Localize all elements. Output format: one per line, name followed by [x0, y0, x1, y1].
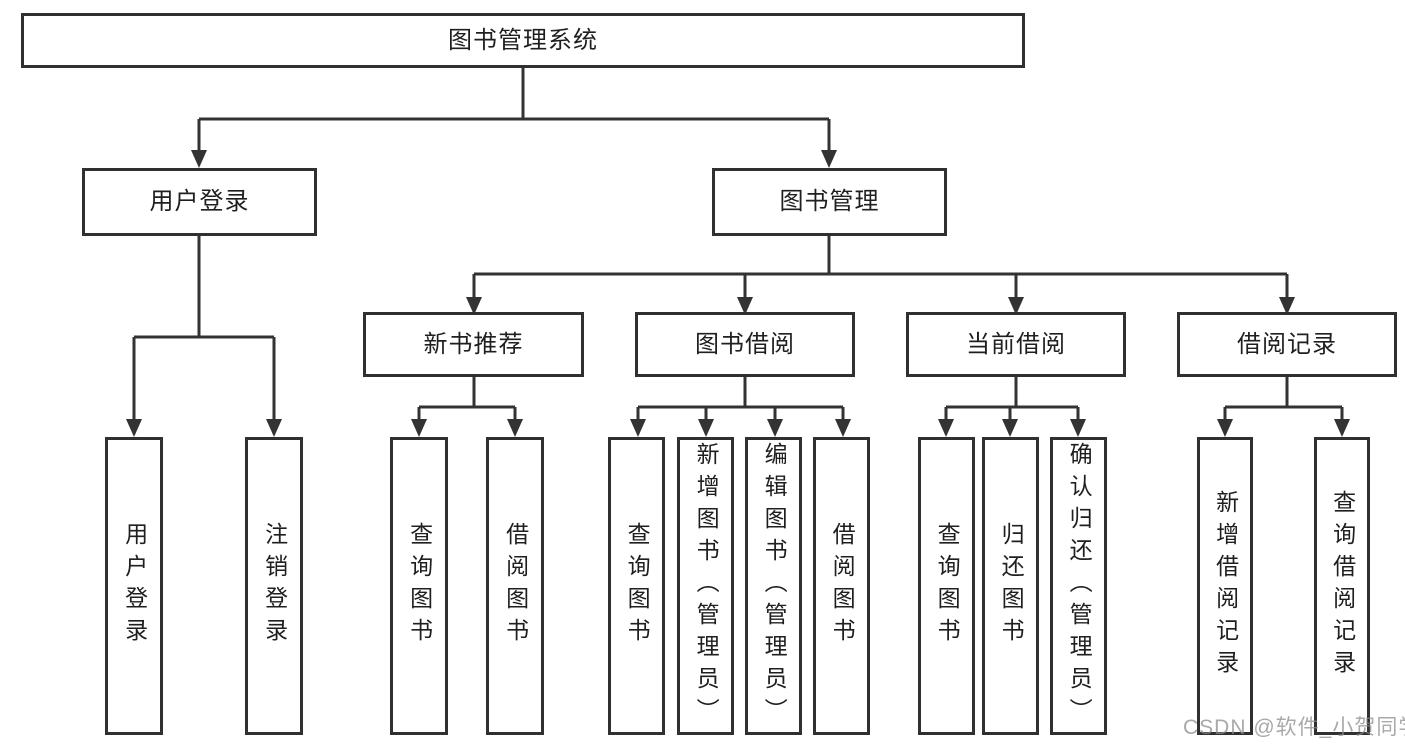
- node-book-management-label: 图书管理: [779, 188, 880, 215]
- watermark: CSDN @软件_小贺同学: [1183, 716, 1405, 739]
- leaf-borrow-query-books: 查询图书: [608, 437, 665, 735]
- leaf-borrow-add-books-admin-label: 新增图书（管理员）: [693, 442, 720, 730]
- leaf-logout-label: 注销登录: [261, 522, 288, 650]
- leaf-newrec-borrow-books-label: 借阅图书: [502, 522, 529, 650]
- leaf-borrow-query-books-label: 查询图书: [624, 522, 651, 650]
- leaf-borrow-edit-books-admin-label: 编辑图书（管理员）: [761, 442, 788, 730]
- node-borrow-records-label: 借阅记录: [1237, 330, 1337, 358]
- leaf-records-add-record: 新增借阅记录: [1197, 437, 1253, 735]
- leaf-current-return-books: 归还图书: [982, 437, 1039, 735]
- leaf-current-query-books: 查询图书: [918, 437, 975, 735]
- arrowheads: [126, 150, 1350, 437]
- leaf-current-query-books-label: 查询图书: [934, 522, 961, 650]
- node-borrow-records: 借阅记录: [1177, 312, 1397, 377]
- leaf-borrow-borrow-books-label: 借阅图书: [829, 522, 856, 650]
- node-root: 图书管理系统: [21, 13, 1025, 68]
- leaf-user-login: 用户登录: [105, 437, 163, 735]
- node-root-label: 图书管理系统: [448, 26, 598, 54]
- node-user-login: 用户登录: [82, 168, 317, 236]
- leaf-records-add-record-label: 新增借阅记录: [1212, 490, 1239, 682]
- node-user-login-label: 用户登录: [149, 188, 250, 215]
- leaf-records-query-record: 查询借阅记录: [1314, 437, 1370, 735]
- node-book-borrow-label: 图书借阅: [695, 330, 795, 358]
- leaf-records-query-record-label: 查询借阅记录: [1329, 490, 1356, 682]
- node-book-management: 图书管理: [712, 168, 947, 236]
- node-book-borrow: 图书借阅: [635, 312, 855, 377]
- leaf-newrec-query-books: 查询图书: [390, 437, 448, 735]
- node-new-book-recommend: 新书推荐: [363, 312, 584, 377]
- leaf-user-login-label: 用户登录: [121, 522, 148, 650]
- leaf-borrow-edit-books-admin: 编辑图书（管理员）: [745, 437, 802, 735]
- node-current-borrow-label: 当前借阅: [966, 330, 1066, 358]
- node-current-borrow: 当前借阅: [906, 312, 1126, 377]
- leaf-newrec-query-books-label: 查询图书: [406, 522, 433, 650]
- leaf-borrow-add-books-admin: 新增图书（管理员）: [677, 437, 734, 735]
- leaf-newrec-borrow-books: 借阅图书: [486, 437, 544, 735]
- leaf-current-return-books-label: 归还图书: [998, 522, 1025, 650]
- leaf-borrow-borrow-books: 借阅图书: [813, 437, 870, 735]
- leaf-current-confirm-return-admin-label: 确认归还（管理员）: [1066, 442, 1093, 730]
- leaf-current-confirm-return-admin: 确认归还（管理员）: [1050, 437, 1107, 735]
- leaf-logout: 注销登录: [245, 437, 303, 735]
- node-new-book-recommend-label: 新书推荐: [423, 330, 524, 358]
